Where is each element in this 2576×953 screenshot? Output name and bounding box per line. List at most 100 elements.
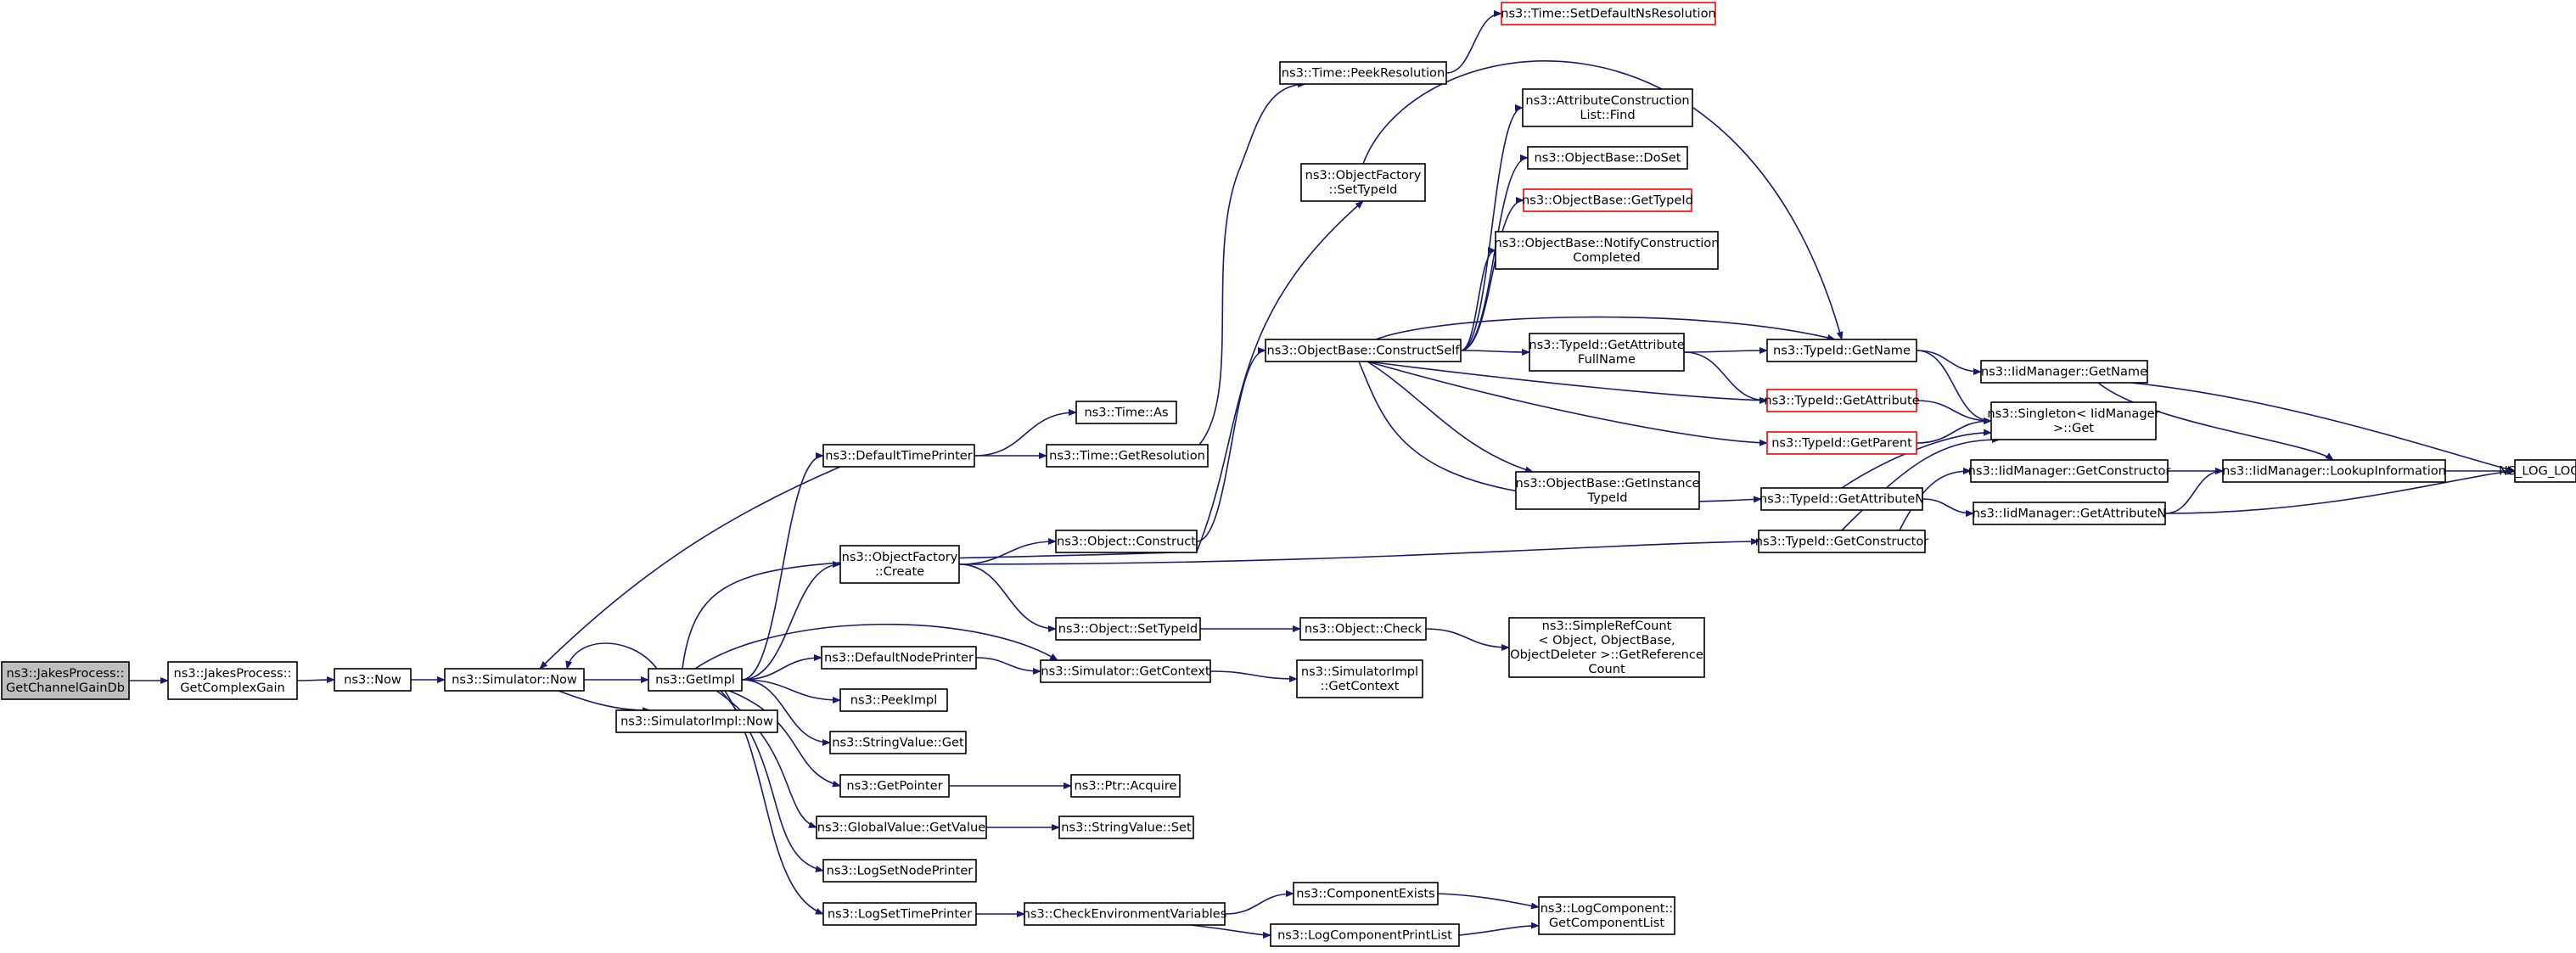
function-node[interactable]: ns3::JakesProcess::GetChannelGainDb <box>1 661 130 700</box>
node-box <box>1070 774 1181 798</box>
function-node[interactable]: ns3::LogSetTimePrinter <box>822 902 977 926</box>
node-box <box>1501 2 1716 25</box>
node-box <box>1296 659 1423 698</box>
function-node[interactable]: ns3::LogComponentPrintList <box>1270 923 1460 947</box>
node-box <box>1760 487 1923 511</box>
edge-n4-n7 <box>741 561 841 681</box>
node-label: ns3::CheckEnvironmentVariables <box>1023 907 1227 922</box>
node-label: ::GetContext <box>1320 679 1399 693</box>
function-node[interactable]: ns3::SimulatorImpl::Now <box>615 709 778 733</box>
function-node[interactable]: ns3::ComponentExists <box>1293 882 1439 905</box>
node-box <box>1970 459 2169 483</box>
function-node[interactable]: ns3::GetImpl <box>648 668 743 692</box>
function-node[interactable]: ns3::TypeId::GetName <box>1766 339 1917 362</box>
node-box <box>816 816 987 839</box>
function-node[interactable]: ns3::Simulator::GetContext <box>1040 659 1211 683</box>
node-box <box>334 668 412 692</box>
edge-n42-n45 <box>1841 429 1992 489</box>
node-box <box>1024 902 1226 926</box>
node-label: ns3::TypeId::GetAttributeN <box>1759 492 1924 507</box>
function-node[interactable]: ns3::Time::GetResolution <box>1046 444 1209 468</box>
node-label: ns3::Time::As <box>1084 406 1168 420</box>
function-node[interactable]: ns3::Simulator::Now <box>444 668 585 692</box>
function-node[interactable]: ns3::TypeId::GetAttributeN <box>1759 487 1924 511</box>
edge-n47-n49 <box>2164 468 2516 514</box>
function-node[interactable]: ns3::ObjectFactory::SetTypeId <box>1300 163 1426 202</box>
function-node[interactable]: NS_LOG_LOGIC <box>2499 459 2576 483</box>
function-node[interactable]: ns3::IidManager::GetName <box>1980 360 2148 384</box>
node-box <box>2222 459 2446 483</box>
node-box <box>1508 617 1705 678</box>
node-box <box>1527 146 1688 170</box>
node-label: TypeId <box>1586 491 1627 505</box>
node-label: List::Find <box>1580 108 1635 122</box>
function-node[interactable]: ns3::GetPointer <box>839 774 950 798</box>
function-node[interactable]: ns3::CheckEnvironmentVariables <box>1023 902 1227 926</box>
node-label: Count <box>1588 662 1625 676</box>
function-node[interactable]: ns3::DefaultTimePrinter <box>822 444 975 468</box>
edge-n7-n17 <box>958 538 1057 565</box>
node-box <box>1055 617 1201 641</box>
function-node[interactable]: ns3::IidManager::GetConstructor <box>1968 459 2171 483</box>
edge-n6-n15 <box>974 409 1077 457</box>
function-node[interactable]: ns3::Time::PeekResolution <box>1279 61 1447 85</box>
function-node[interactable]: ns3::TypeId::GetParent <box>1766 431 1917 455</box>
function-node[interactable]: ns3::Ptr::Acquire <box>1070 774 1181 798</box>
node-label: ns3::ObjectFactory <box>842 550 958 564</box>
node-box <box>822 444 975 468</box>
function-node[interactable]: ns3::LogSetNodePrinter <box>822 859 977 883</box>
function-node[interactable]: ns3::SimpleRefCount< Object, ObjectBase,… <box>1508 617 1705 678</box>
function-node[interactable]: ns3::Singleton< IidManager >::Get <box>1987 401 2160 440</box>
function-node[interactable]: ns3::ObjectBase::DoSet <box>1527 146 1688 170</box>
node-label: ::Create <box>875 564 924 579</box>
edge-n4-n6 <box>741 452 824 681</box>
node-label: ns3::ObjectBase::DoSet <box>1534 151 1681 165</box>
function-node[interactable]: ns3::JakesProcess::GetComplexGain <box>167 661 298 700</box>
function-node[interactable]: ns3::SimulatorImpl::GetContext <box>1296 659 1423 698</box>
edge-n17-n25 <box>1196 347 1266 542</box>
node-label: ns3::ComponentExists <box>1296 887 1435 901</box>
function-node[interactable]: ns3::DefaultNodePrinter <box>821 646 977 670</box>
function-node[interactable]: ns3::Now <box>334 668 412 692</box>
node-label: ns3::ObjectBase::NotifyConstruction <box>1495 236 1720 250</box>
edge-n24-n39 <box>1362 60 1844 340</box>
function-node[interactable]: ns3::ObjectBase::NotifyConstructionCompl… <box>1495 231 1720 270</box>
function-node[interactable]: ns3::Time::SetDefaultNsResolution <box>1501 2 1716 25</box>
node-box <box>1538 896 1675 935</box>
function-node[interactable]: ns3::ObjectBase::ConstructSelf <box>1265 339 1462 362</box>
function-node[interactable]: ns3::IidManager::LookupInformation <box>2222 459 2446 483</box>
node-label: ns3::Simulator::Now <box>452 673 577 687</box>
function-node[interactable]: ns3::Object::Construct <box>1055 530 1198 553</box>
function-node[interactable]: ns3::ObjectFactory::Create <box>839 545 960 584</box>
node-box <box>1270 923 1460 947</box>
function-node[interactable]: ns3::StringValue::Get <box>829 731 967 754</box>
function-node[interactable]: ns3::Time::As <box>1075 401 1177 424</box>
function-node[interactable]: ns3::Object::SetTypeId <box>1055 617 1201 641</box>
node-label: ns3::ObjectBase::GetInstance <box>1516 476 1700 491</box>
node-box <box>822 859 977 883</box>
node-label: ns3::LogSetNodePrinter <box>827 864 974 878</box>
node-label: ns3::TypeId::GetAttribute <box>1764 394 1919 408</box>
function-node[interactable]: ns3::LogComponent::GetComponentList <box>1538 896 1675 935</box>
node-box <box>1046 444 1209 468</box>
function-node[interactable]: ns3::IidManager::GetAttributeN <box>1973 502 2167 525</box>
node-box <box>167 661 298 700</box>
node-label: ns3::Simulator::GetContext <box>1041 664 1209 679</box>
node-label: ns3::IidManager::LookupInformation <box>2222 464 2446 479</box>
edge-n4-n9 <box>741 679 841 704</box>
edge-n4-n10 <box>741 679 831 746</box>
function-node[interactable]: ns3::TypeId::GetAttribute <box>1764 389 1920 412</box>
node-label: ns3::GlobalValue::GetValue <box>817 821 986 835</box>
function-node[interactable]: ns3::TypeId::GetConstructor <box>1755 530 1929 553</box>
function-node[interactable]: ns3::PeekImpl <box>839 688 948 712</box>
node-box <box>1058 816 1194 839</box>
function-node[interactable]: ns3::ObjectBase::GetTypeId <box>1522 188 1693 212</box>
function-node[interactable]: ns3::Object::Check <box>1299 617 1427 641</box>
function-node[interactable]: ns3::StringValue::Set <box>1058 816 1194 839</box>
function-node[interactable]: ns3::GlobalValue::GetValue <box>816 816 987 839</box>
node-label: ns3::Ptr::Acquire <box>1074 779 1176 793</box>
